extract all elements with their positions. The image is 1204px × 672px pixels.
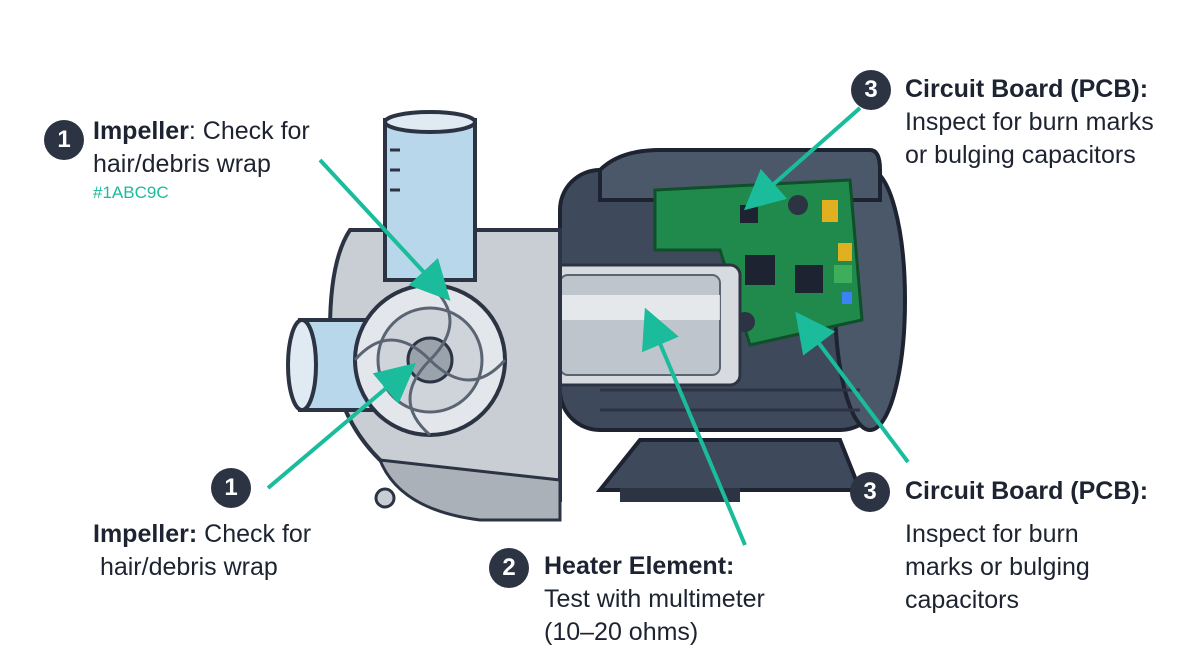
callout-description: (10–20 ohms) xyxy=(544,618,699,646)
arrow-pcb-bottom xyxy=(795,311,910,464)
callout-title: Impeller: xyxy=(93,520,198,548)
pcb-component xyxy=(838,243,852,261)
arrow-heater xyxy=(642,307,747,546)
callout-description: or bulging capacitors xyxy=(905,141,1136,169)
callout-impeller-top: Impeller: Check for hair/debris wrap xyxy=(93,115,310,181)
capacitor xyxy=(788,195,808,215)
callout-description: Check for xyxy=(197,520,312,548)
pcb-chip xyxy=(745,255,775,285)
pcb-chip xyxy=(795,265,823,293)
callout-number-badge: 1 xyxy=(44,120,84,160)
callout-description: Check for xyxy=(195,117,310,145)
callout-description: capacitors xyxy=(905,586,1019,614)
callout-pcb-top: Circuit Board (PCB): Inspect for burn ma… xyxy=(905,73,1154,172)
callout-title: Circuit Board (PCB): xyxy=(905,477,1149,505)
callout-description: hair/debris wrap xyxy=(93,150,271,178)
callout-title: Impeller xyxy=(93,117,189,145)
arrow-impeller-bottom xyxy=(266,362,417,490)
arrow-impeller-top xyxy=(318,158,451,301)
callout-arrows xyxy=(266,106,910,546)
callout-number-badge: 1 xyxy=(211,468,251,508)
callout-impeller-bottom: Impeller: Check for hair/debris wrap xyxy=(93,518,311,584)
callout-pcb-bottom: Circuit Board (PCB): Inspect for burn ma… xyxy=(905,475,1148,617)
pcb-component xyxy=(842,292,852,304)
callout-number-badge: 2 xyxy=(489,548,529,588)
pcb-component xyxy=(822,200,838,222)
callout-number-badge: 3 xyxy=(850,472,890,512)
impeller xyxy=(353,283,507,437)
callout-heater-element: Heater Element: Test with multimeter (10… xyxy=(544,550,765,649)
arrow-pcb-top xyxy=(743,106,862,211)
callout-description: Inspect for burn marks xyxy=(905,108,1154,136)
callout-description: Inspect for burn xyxy=(905,520,1079,548)
pcb-component xyxy=(834,265,852,283)
accent-hex-label: #1ABC9C xyxy=(93,183,169,202)
callout-description: hair/debris wrap xyxy=(93,553,278,581)
callout-description: marks or bulging xyxy=(905,553,1090,581)
callout-title: Heater Element: xyxy=(544,552,735,580)
callout-separator: : xyxy=(188,117,196,145)
pcb-chip xyxy=(740,205,758,223)
callout-title: Circuit Board (PCB): xyxy=(905,75,1149,103)
callout-description: Test with multimeter xyxy=(544,585,765,613)
callout-number-badge: 3 xyxy=(851,70,891,110)
outlet-pipe xyxy=(383,110,477,282)
circuit-board-pcb xyxy=(653,178,864,347)
